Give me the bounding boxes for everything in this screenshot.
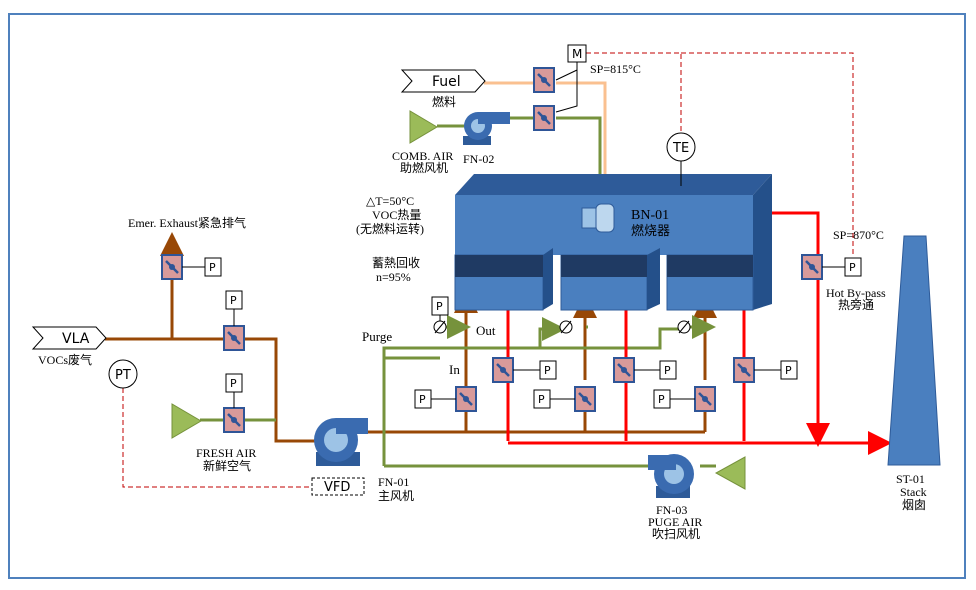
bed3-outlet-valve <box>732 356 756 384</box>
vfd-label: VFD <box>324 480 350 495</box>
sp870-label: SP=870°C <box>833 228 884 242</box>
puge-air-cn-label: 吹扫风机 <box>652 527 700 541</box>
fn03-fan-icon <box>648 454 694 498</box>
fn01-fan-icon <box>314 418 368 466</box>
fn02-fan-icon <box>463 112 510 145</box>
pt-sensor <box>108 359 138 389</box>
bed2-outlet-valve <box>612 356 636 384</box>
svg-text:P: P <box>230 377 237 390</box>
fuel-tag <box>400 69 486 93</box>
fn01-cn-label: 主风机 <box>378 489 414 503</box>
stack-icon <box>887 235 941 466</box>
purge-label: Purge <box>362 329 392 344</box>
m-label: M <box>572 47 582 61</box>
emer-exhaust-damper <box>160 253 184 281</box>
fn03-label: FN-03 <box>656 503 687 517</box>
sp815-label: SP=815°C <box>590 62 641 76</box>
fresh-air-damper <box>222 406 246 434</box>
hot-bypass-damper <box>800 253 824 281</box>
fresh-air-label: FRESH AIR <box>196 446 256 460</box>
stack-label: Stack <box>900 485 927 499</box>
svg-text:P: P <box>664 364 671 377</box>
inlet-damper <box>222 324 246 352</box>
svg-text:P: P <box>785 364 792 377</box>
svg-text:P: P <box>544 364 551 377</box>
svg-text:P: P <box>419 393 426 406</box>
in-label: In <box>449 362 460 377</box>
emer-exhaust-label: Emer. Exhaust紧急排气 <box>128 215 246 230</box>
vla-tag <box>31 326 107 350</box>
fn01-label: FN-01 <box>378 475 409 489</box>
fuel-cn-label: 燃料 <box>432 94 456 109</box>
dt-label: △T=50°C <box>366 194 414 208</box>
stack-cn-label: 烟囱 <box>902 498 926 512</box>
control-signal-lines <box>122 52 854 488</box>
fuel-valve <box>532 66 556 94</box>
burner-icon <box>581 207 597 229</box>
bn01-label: BN-01 <box>631 208 669 223</box>
fn02-label: FN-02 <box>463 152 494 166</box>
st01-label: ST-01 <box>896 472 925 486</box>
comb-air-inlet-icon <box>409 110 438 144</box>
heat-recovery-label: 蓄熱回收 <box>372 256 420 270</box>
vfd-box <box>311 477 365 496</box>
purge-valves <box>433 320 691 334</box>
no-fuel-label: (无燃料运转) <box>356 221 424 236</box>
p-labels: P P P P P P P P P P P <box>209 261 856 406</box>
vla-label: VLA <box>62 331 90 347</box>
bn01-cn-label: 燃烧器 <box>631 223 670 238</box>
comb-air-cn-label: 助燃风机 <box>400 160 448 175</box>
svg-text:P: P <box>849 261 856 274</box>
bed1-outlet-valve <box>491 356 515 384</box>
out-label: Out <box>476 323 496 338</box>
vocs-label: VOCs废气 <box>38 352 92 367</box>
bed2-inlet-valve <box>573 385 597 413</box>
hot-bypass-label: Hot By-pass <box>826 286 886 300</box>
svg-text:P: P <box>658 393 665 406</box>
svg-text:P: P <box>209 261 216 274</box>
purge-air-inlet-icon <box>714 456 746 490</box>
fresh-air-cn-label: 新鲜空气 <box>203 458 251 473</box>
bed3-inlet-valve <box>693 385 717 413</box>
pt-label: PT <box>115 368 131 383</box>
rto-chamber <box>454 174 772 311</box>
hot-bypass-cn-label: 热旁通 <box>838 297 874 312</box>
svg-text:P: P <box>436 300 443 313</box>
voc-heat-label: VOC热量 <box>372 208 421 222</box>
bed1-inlet-valve <box>454 385 478 413</box>
eta-label: n=95% <box>376 270 411 284</box>
svg-text:P: P <box>538 393 545 406</box>
puge-air-label: PUGE AIR <box>648 515 702 529</box>
comb-air-valve <box>532 104 556 132</box>
pressure-indicators <box>182 257 862 409</box>
fuel-label: Fuel <box>432 74 461 90</box>
svg-text:P: P <box>230 294 237 307</box>
te-label: TE <box>672 141 689 156</box>
comb-air-label: COMB. AIR <box>392 149 453 163</box>
fresh-air-inlet-icon <box>171 403 202 439</box>
diagram-frame <box>8 13 966 579</box>
